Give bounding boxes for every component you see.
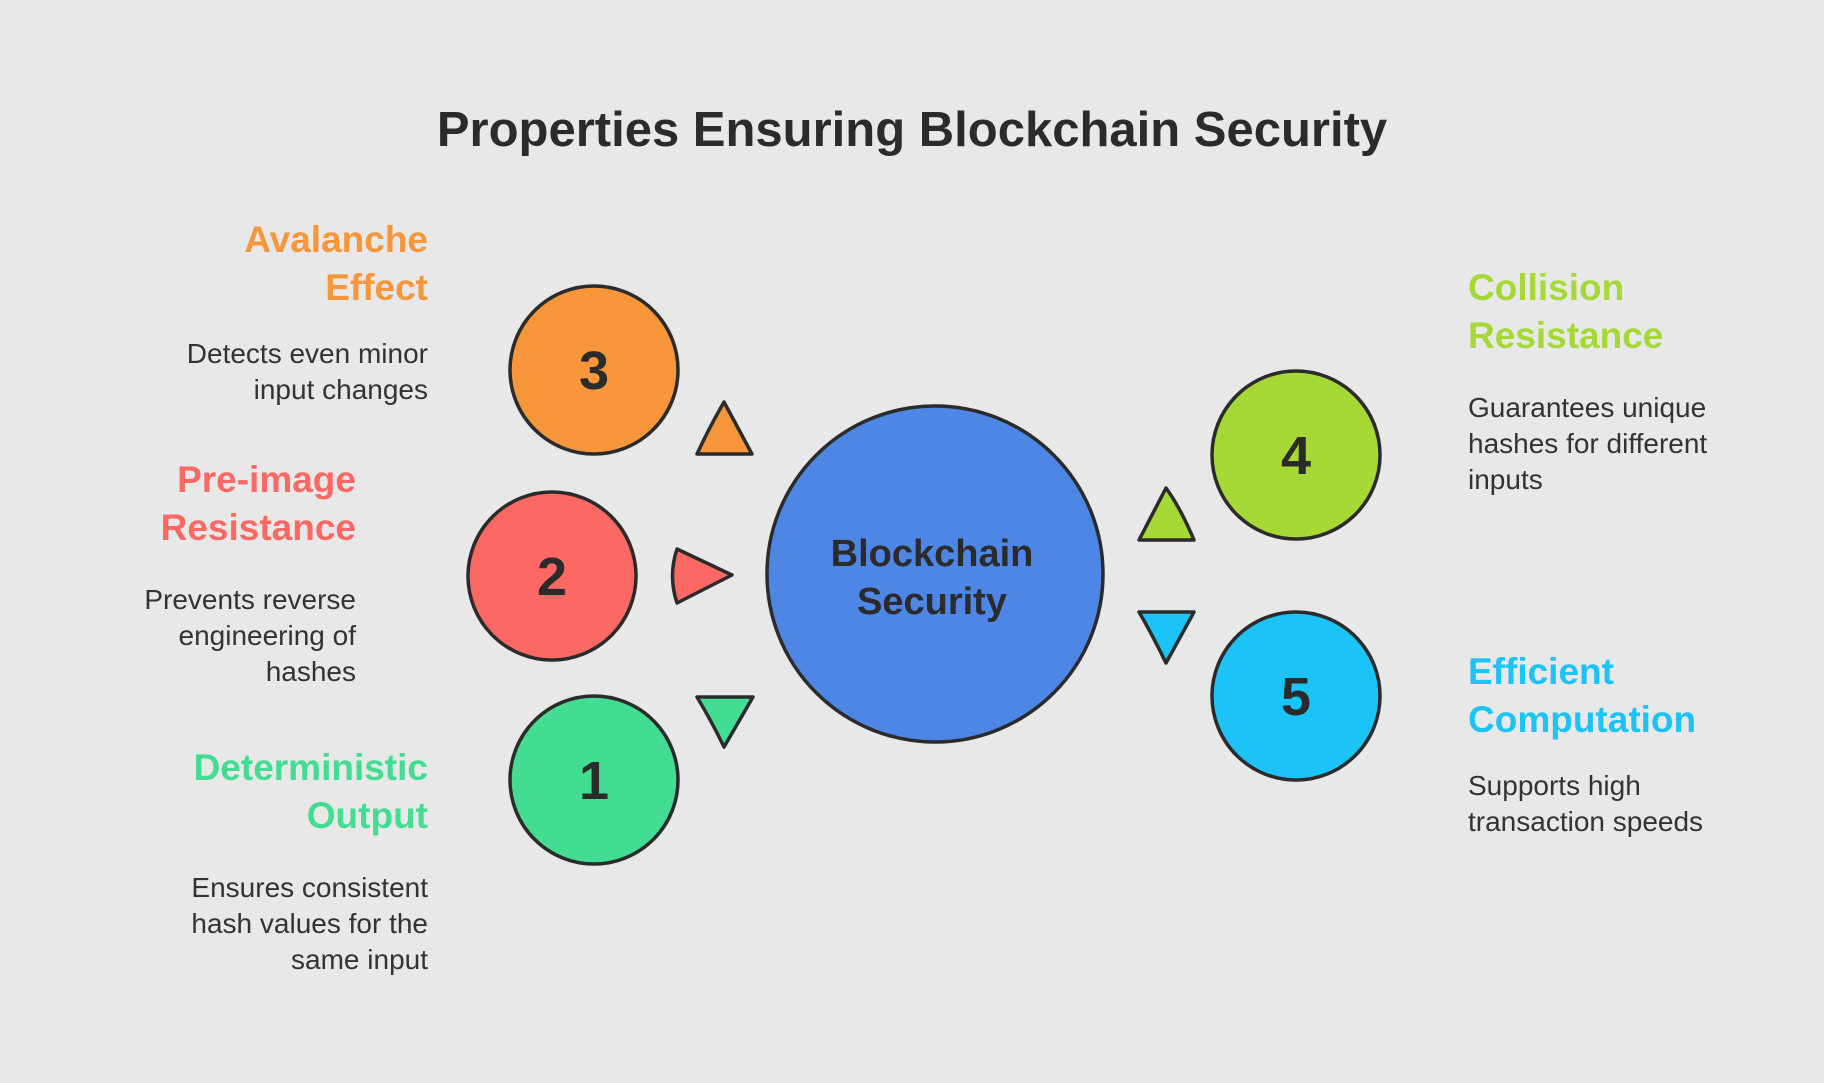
property-number-2: 2 <box>537 547 567 607</box>
property-title-3: Avalanche Effect <box>120 216 428 312</box>
property-desc-1-line1: Ensures consistent <box>191 872 428 903</box>
property-desc-2-line3: hashes <box>265 656 356 687</box>
property-title-5: Efficient Computation <box>1468 648 1798 744</box>
property-desc-1-line3: same input <box>291 944 428 975</box>
property-circle-2 <box>466 490 638 662</box>
property-title-4-line2: Resistance <box>1468 315 1664 356</box>
property-desc-5: Supports high transaction speeds <box>1468 768 1798 840</box>
arrow-5-icon <box>1137 610 1196 665</box>
property-circle-4 <box>1210 369 1382 541</box>
property-circle-5 <box>1210 610 1382 782</box>
arrow-3-icon <box>695 400 754 456</box>
property-title-4-line1: Collision <box>1468 267 1625 308</box>
property-title-2-line2: Resistance <box>160 507 356 548</box>
property-title-5-line1: Efficient <box>1468 651 1614 692</box>
property-desc-2-line1: Prevents reverse <box>144 584 356 615</box>
property-title-3-line1: Avalanche <box>244 219 428 260</box>
arrow-1-icon <box>695 695 755 749</box>
property-desc-4: Guarantees unique hashes for different i… <box>1468 390 1798 498</box>
arrow-4-icon <box>1137 486 1196 542</box>
property-title-2-line1: Pre-image <box>177 459 356 500</box>
property-number-1: 1 <box>579 751 609 811</box>
property-title-4: Collision Resistance <box>1468 264 1788 360</box>
property-number-4: 4 <box>1281 426 1311 486</box>
property-circle-1 <box>508 694 680 866</box>
property-desc-1: Ensures consistent hash values for the s… <box>100 870 428 978</box>
arrow-2-icon <box>670 547 734 605</box>
property-title-1: Deterministic Output <box>120 744 428 840</box>
property-desc-3-line2: input changes <box>253 374 428 405</box>
property-title-5-line2: Computation <box>1468 699 1697 740</box>
property-desc-3-line1: Detects even minor <box>186 338 428 369</box>
property-desc-4-line2: hashes for different <box>1468 428 1708 459</box>
property-desc-3: Detects even minor input changes <box>100 336 428 408</box>
center-label-line1: Blockchain <box>831 533 1034 575</box>
property-title-2: Pre-image Resistance <box>60 456 356 552</box>
property-number-5: 5 <box>1281 667 1311 727</box>
property-title-1-line1: Deterministic <box>193 747 428 788</box>
property-desc-4-line1: Guarantees unique <box>1468 392 1707 423</box>
center-circle <box>765 404 1105 744</box>
property-circle-3 <box>508 284 680 456</box>
page-title: Properties Ensuring Blockchain Security <box>436 103 1388 157</box>
property-desc-1-line2: hash values for the <box>191 908 428 939</box>
property-desc-5-line1: Supports high <box>1468 770 1641 801</box>
property-desc-2-line2: engineering of <box>178 620 356 651</box>
property-desc-5-line2: transaction speeds <box>1468 806 1704 837</box>
property-desc-4-line3: inputs <box>1468 464 1543 495</box>
property-title-1-line2: Output <box>306 795 428 836</box>
property-title-3-line2: Effect <box>325 267 428 308</box>
property-desc-2: Prevents reverse engineering of hashes <box>40 582 356 690</box>
property-number-3: 3 <box>579 341 609 401</box>
center-label-line2: Security <box>857 581 1007 623</box>
